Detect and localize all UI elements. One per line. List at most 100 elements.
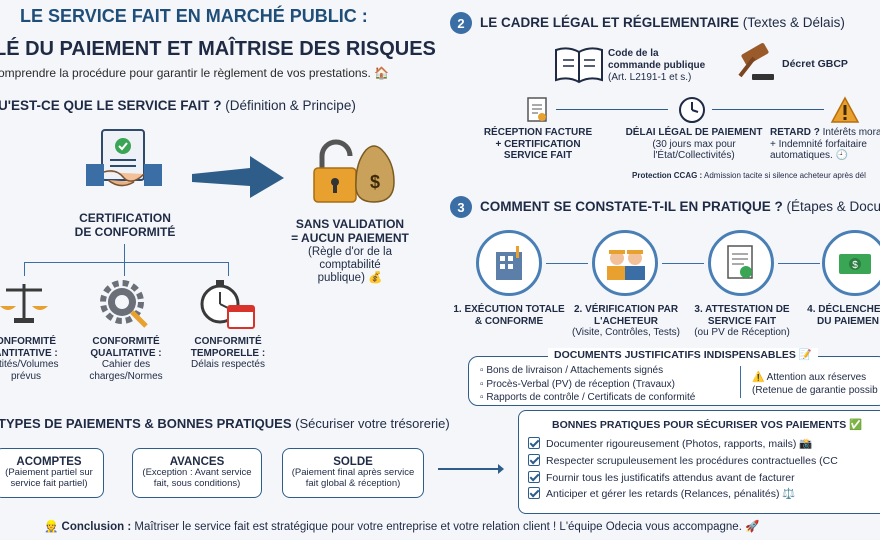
timeline-step-delai-title: DÉLAI LÉGAL DE PAIEMENT: [625, 127, 763, 138]
practice-item: Respecter scrupuleusement les procédures…: [528, 453, 838, 470]
branch-temporal-title: CONFORMITÉ TEMPORELLE :: [190, 336, 266, 359]
step-connector: [662, 263, 704, 264]
tree-connector: [24, 262, 25, 276]
clock-icon: [679, 97, 705, 123]
tree-connector: [124, 262, 125, 276]
step2-desc: (Visite, Contrôles, Tests): [571, 327, 680, 338]
branch-quantitative-desc: ntités/Volumes prévus: [0, 359, 59, 382]
document-item: ▫ Procès-Verbal (PV) de réception (Trava…: [480, 378, 675, 390]
step4-label: 4. DÉCLENCHEM DU PAIEMEN: [807, 304, 880, 327]
tree-connector: [24, 262, 228, 263]
step2-inspectors-icon: [592, 230, 658, 296]
timeline-step-retard-text: RETARD ? Intérêts mora + Indemnité forfa…: [770, 127, 880, 161]
gear-magnifier-icon: [100, 280, 148, 328]
document-item: ▫ Bons de livraison / Attachements signé…: [480, 365, 664, 376]
timeline-step-reception: RÉCEPTION FACTURE + CERTIFICATION SERVIC…: [478, 127, 598, 162]
code-reference: (Art. L2191-1 et s.): [608, 72, 692, 83]
documents-title: DOCUMENTS JUSTIFICATIFS INDISPENSABLES 📝: [548, 348, 818, 361]
branch-qualitative-title: CONFORMITÉ QUALITATIVE :: [90, 336, 162, 359]
step1-label: 1. EXÉCUTION TOTALE & CONFORME: [453, 304, 565, 327]
payment-solde-title: SOLDE: [333, 456, 373, 468]
timeline-step-retard: RETARD ? Intérêts mora + Indemnité forfa…: [770, 127, 880, 162]
timeline-step-reception-label: RÉCEPTION FACTURE + CERTIFICATION SERVIC…: [483, 127, 593, 161]
protection-ccag: Protection CCAG : Admission tacite si si…: [632, 171, 866, 180]
step3-title: 3. ATTESTATION DE SERVICE FAIT: [694, 304, 790, 327]
reserves-warning: ⚠️ Attention aux réserves (Retenue de ga…: [752, 371, 878, 397]
step3-attestation-icon: [708, 230, 774, 296]
no-validation-rule: SANS VALIDATION = AUCUN PAIEMENT: [291, 217, 409, 245]
timeline-arrow: [712, 109, 824, 110]
document-item: ▫ Rapports de contrôle / Certificats de …: [480, 392, 696, 403]
branch-quantitative-title: ONFORMITÉ ANTITATIVE :: [0, 336, 58, 359]
certification-label: CERTIFICATION DE CONFORMITÉ: [74, 211, 176, 239]
svg-text:$: $: [370, 172, 380, 192]
checkbox-icon: [528, 487, 540, 500]
step1-building-icon: [476, 230, 542, 296]
section3-heading: COMMENT SE CONSTATE-T-IL EN PRATIQUE ? (…: [480, 199, 880, 214]
code-commande-publique: Code de la commande publique (Art. L2191…: [608, 48, 705, 84]
golden-rule-note: (Règle d'or de la comptabilité publique)…: [307, 246, 393, 285]
section4-heading: TYPES DE PAIEMENTS & BONNES PRATIQUES (S…: [0, 416, 450, 431]
payment-avances-title: AVANCES: [169, 456, 225, 468]
branch-qualitative: CONFORMITÉ QUALITATIVE : Cahier des char…: [80, 336, 172, 382]
payment-solde-desc: (Paiement final après service fait globa…: [291, 467, 415, 489]
payment-card-solde: SOLDE (Paiement final après service fait…: [282, 448, 424, 498]
timeline-arrow: [556, 109, 668, 110]
section2-heading: LE CADRE LÉGAL ET RÉGLEMENTAIRE (Textes …: [480, 15, 845, 30]
tree-connector: [228, 262, 229, 276]
law-book-icon: [555, 47, 603, 84]
arrow-right-icon: [438, 464, 504, 474]
conclusion-label: Conclusion :: [61, 521, 132, 533]
divider: [740, 366, 741, 398]
payment-card-avances: AVANCES (Exception : Avant service fait,…: [132, 448, 262, 498]
invoice-document-icon: [527, 97, 547, 122]
decret-gbcp: Décret GBCP: [782, 58, 848, 70]
main-title-line1: LE SERVICE FAIT EN MARCHÉ PUBLIC :: [20, 6, 368, 26]
checkbox-icon: [528, 453, 540, 466]
documents-box: [468, 356, 880, 406]
practice-item: Documenter rigoureusement (Photos, rappo…: [528, 436, 838, 453]
handshake-certificate-icon: [86, 129, 162, 187]
step-connector: [778, 263, 820, 264]
conclusion: 👷 Conclusion : Maîtriser le service fait…: [44, 519, 759, 533]
scales-icon: [0, 284, 48, 323]
documents-list: ▫ Bons de livraison / Attachements signé…: [480, 364, 695, 405]
reserves-warning-line2: (Retenue de garantie possib: [752, 385, 878, 396]
best-practices-title: BONNES PRATIQUES POUR SÉCURISER VOS PAIE…: [552, 419, 863, 431]
section1-heading: U'EST-CE QUE LE SERVICE FAIT ? (Définiti…: [0, 98, 356, 113]
section2-number: 2: [450, 12, 472, 34]
main-subtitle: omprendre la procédure pour garantir le …: [0, 66, 390, 80]
lock-moneybag-icon: $: [313, 139, 395, 203]
branch-temporal-desc: Délais respectés: [191, 359, 265, 370]
step4-payment-icon: $: [822, 230, 880, 296]
section3-number: 3: [450, 196, 472, 218]
reserves-warning-line1: ⚠️ Attention aux réserves: [752, 372, 867, 383]
best-practices-list: Documenter rigoureusement (Photos, rappo…: [528, 436, 838, 503]
step3-label: 3. ATTESTATION DE SERVICE FAIT (ou PV de…: [684, 304, 800, 339]
conclusion-text: Maîtriser le service fait est stratégiqu…: [131, 521, 760, 533]
warning-icon: [830, 96, 860, 123]
practice-item: Anticiper et gérer les retards (Relances…: [528, 486, 838, 503]
branch-qualitative-desc: Cahier des charges/Normes: [89, 359, 163, 382]
payment-acomptes-desc: (Paiement partiel sur service fait parti…: [5, 467, 93, 489]
payment-card-acomptes: ACOMPTES (Paiement partiel sur service f…: [0, 448, 104, 498]
step2-title: 2. VÉRIFICATION PAR L'ACHETEUR: [573, 304, 679, 327]
timeline-step-delai-desc: (30 jours max pour l'État/Collectivités): [652, 138, 736, 162]
best-practices-box: [518, 410, 880, 514]
worker-icon: 👷: [44, 521, 59, 533]
gavel-icon: [738, 43, 774, 80]
checkbox-icon: [528, 437, 540, 449]
tree-connector: [124, 244, 125, 262]
checkbox-icon: [528, 470, 540, 483]
stopwatch-calendar-icon: [200, 280, 255, 329]
step-connector: [546, 263, 588, 264]
timeline-step-delai: DÉLAI LÉGAL DE PAIEMENT (30 jours max po…: [622, 127, 766, 162]
practice-item: Fournir tous les justificatifs attendus …: [528, 470, 838, 487]
svg-text:$: $: [852, 260, 858, 271]
branch-quantitative: ONFORMITÉ ANTITATIVE : ntités/Volumes pr…: [0, 336, 66, 382]
main-title-line2: LÉ DU PAIEMENT ET MAÎTRISE DES RISQUES: [0, 38, 436, 60]
arrow-right-icon: [192, 156, 284, 198]
branch-temporal: CONFORMITÉ TEMPORELLE : Délais respectés: [180, 336, 276, 371]
step2-label: 2. VÉRIFICATION PAR L'ACHETEUR (Visite, …: [568, 304, 684, 339]
step3-desc: (ou PV de Réception): [694, 327, 790, 338]
